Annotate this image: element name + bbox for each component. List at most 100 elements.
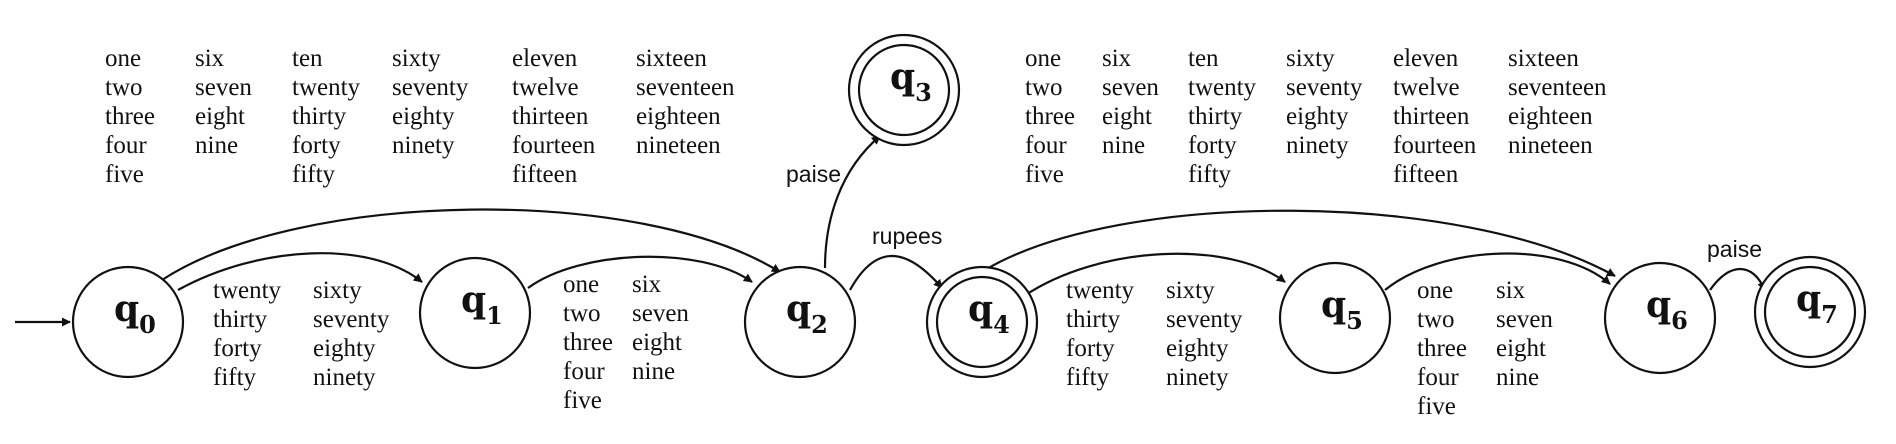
word-label: two (105, 74, 143, 101)
word-group-g1: onetwothreefourfivesixseveneightninetent… (105, 45, 735, 188)
word-label: six (195, 45, 225, 72)
word-label: two (1025, 74, 1063, 101)
state-q0: q0 (71, 265, 185, 379)
word-label: thirty (1066, 306, 1121, 333)
word-label: nineteen (636, 132, 721, 159)
word-label: eight (195, 103, 245, 130)
word-label: eighty (1286, 103, 1349, 130)
state-label: q2 (786, 288, 828, 339)
state-circle-inner (935, 275, 1029, 369)
word-label: six (632, 271, 662, 298)
word-label: sixty (1286, 45, 1335, 72)
word-label: three (1025, 103, 1075, 130)
word-label: one (563, 271, 599, 298)
edge-q0-q2 (161, 208, 781, 281)
state-circle-inner (857, 43, 951, 137)
word-label: nine (195, 132, 238, 159)
word-label: one (1417, 277, 1453, 304)
edge-q4-q6 (984, 209, 1616, 277)
edge-q2-q4 (849, 254, 943, 291)
state-q3: q3 (847, 33, 961, 147)
state-circle (743, 265, 857, 379)
word-label: ninety (1286, 132, 1349, 159)
word-label: fifty (213, 364, 257, 391)
edge-label-paise-q3: paise (786, 161, 841, 187)
word-label: seventy (1286, 74, 1363, 101)
word-label: eleven (512, 45, 578, 72)
word-label: ten (292, 45, 323, 72)
word-label: nine (632, 358, 675, 385)
state-label: q7 (1796, 278, 1838, 329)
word-label: seven (1102, 74, 1159, 101)
edge-q0-q1 (177, 252, 423, 291)
word-label: eighty (392, 103, 455, 130)
word-label: eighty (313, 335, 376, 362)
word-label: four (563, 358, 605, 385)
word-group-g5: twentythirtyfortyfiftysixtyseventyeighty… (1066, 277, 1243, 391)
word-label: thirteen (512, 103, 589, 130)
word-label: four (1417, 364, 1459, 391)
word-label: ninety (1166, 364, 1229, 391)
word-group-g4: onetwothreefourfivesixseveneightninetent… (1025, 45, 1607, 188)
state-q5: q5 (1278, 261, 1392, 375)
edge-label-rupees: rupees (872, 223, 942, 249)
word-lists: onetwothreefourfivesixseveneightninetent… (105, 45, 1607, 420)
state-q6: q6 (1603, 261, 1717, 375)
word-label: eight (1102, 103, 1152, 130)
word-label: eighty (1166, 335, 1229, 362)
edge-q4-q5 (1023, 252, 1286, 297)
word-label: twelve (1393, 74, 1460, 101)
word-label: forty (213, 335, 262, 362)
edge-q5-q6 (1384, 252, 1611, 291)
word-label: thirty (292, 103, 347, 130)
word-label: twelve (512, 74, 579, 101)
word-label: twenty (1066, 277, 1135, 304)
word-label: two (563, 300, 601, 327)
word-label: two (1417, 306, 1455, 333)
state-label: q6 (1646, 284, 1688, 335)
word-label: seven (632, 300, 689, 327)
word-label: three (105, 103, 155, 130)
word-label: nine (1102, 132, 1145, 159)
state-circle (1278, 261, 1392, 375)
state-circle (71, 265, 185, 379)
state-label: q5 (1321, 284, 1363, 335)
edge-q1-q2 (527, 255, 753, 289)
word-label: nineteen (1508, 132, 1593, 159)
state-q1: q1 (418, 256, 532, 370)
word-label: forty (1066, 335, 1115, 362)
word-label: six (1496, 277, 1526, 304)
word-label: eighteen (636, 103, 721, 130)
word-label: thirty (1188, 103, 1243, 130)
word-label: seven (1496, 306, 1553, 333)
word-label: sixty (313, 277, 362, 304)
word-label: six (1102, 45, 1132, 72)
word-label: twenty (213, 277, 282, 304)
edge-q2-q3 (823, 135, 881, 269)
word-label: fifty (292, 161, 336, 188)
state-label: q0 (114, 288, 156, 339)
word-label: three (563, 329, 613, 356)
word-label: twenty (1188, 74, 1257, 101)
word-label: seventy (392, 74, 469, 101)
edge-labels: paise rupees paise (786, 161, 1762, 262)
word-label: fourteen (512, 132, 596, 159)
state-q2: q2 (743, 265, 857, 379)
edge-label-paise-q7: paise (1707, 236, 1762, 262)
word-label: twenty (292, 74, 361, 101)
edge-q6-q7 (1709, 267, 1766, 291)
word-label: fifteen (512, 161, 578, 188)
word-label: eleven (1393, 45, 1459, 72)
word-label: five (563, 387, 602, 414)
state-q4: q4 (925, 265, 1039, 379)
word-label: ten (1188, 45, 1219, 72)
word-label: nine (1496, 364, 1539, 391)
state-circle (1603, 261, 1717, 375)
word-label: ninety (313, 364, 376, 391)
word-label: forty (1188, 132, 1237, 159)
state-label: q4 (968, 288, 1010, 339)
word-label: eight (632, 329, 682, 356)
word-label: four (105, 132, 147, 159)
